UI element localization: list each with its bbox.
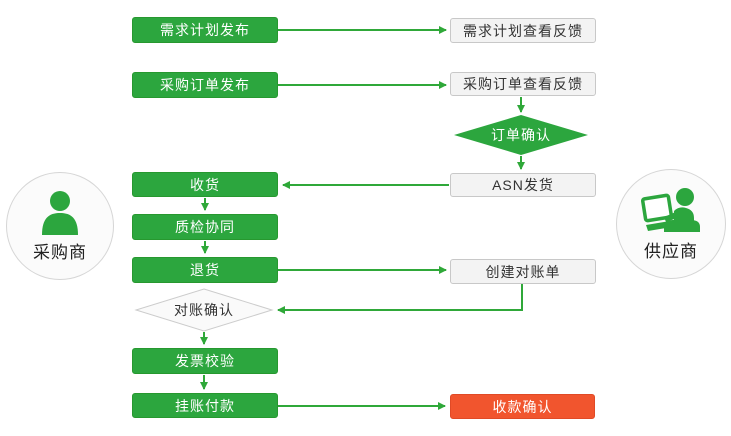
node-asn-ship: ASN发货 bbox=[450, 173, 596, 197]
order-confirm-diamond bbox=[454, 115, 588, 155]
node-quality-coordination: 质检协同 bbox=[132, 214, 278, 240]
person-icon bbox=[38, 190, 82, 236]
node-demand-plan-publish: 需求计划发布 bbox=[132, 17, 278, 43]
node-return-goods: 退货 bbox=[132, 257, 278, 283]
node-invoice-verify: 发票校验 bbox=[132, 348, 278, 374]
node-demand-plan-feedback: 需求计划查看反馈 bbox=[450, 18, 596, 43]
actor-buyer: 采购商 bbox=[6, 172, 114, 280]
actor-supplier: 供应商 bbox=[616, 169, 726, 279]
statement-confirm-diamond bbox=[134, 288, 274, 332]
order-confirm-label: 订单确认 bbox=[491, 127, 551, 143]
node-purchase-order-feedback: 采购订单查看反馈 bbox=[450, 72, 596, 96]
node-purchase-order-publish: 采购订单发布 bbox=[132, 72, 278, 98]
actor-buyer-label: 采购商 bbox=[33, 242, 87, 262]
person-laptop-icon bbox=[640, 187, 702, 235]
actor-supplier-label: 供应商 bbox=[644, 241, 698, 261]
node-receipt-confirm: 收款确认 bbox=[450, 394, 595, 419]
statement-confirm-label: 对账确认 bbox=[174, 302, 234, 318]
node-book-payment: 挂账付款 bbox=[132, 393, 278, 418]
node-create-statement: 创建对账单 bbox=[450, 259, 596, 284]
arrow-statement-to-confirm bbox=[277, 284, 523, 314]
node-receive-goods: 收货 bbox=[132, 172, 278, 197]
